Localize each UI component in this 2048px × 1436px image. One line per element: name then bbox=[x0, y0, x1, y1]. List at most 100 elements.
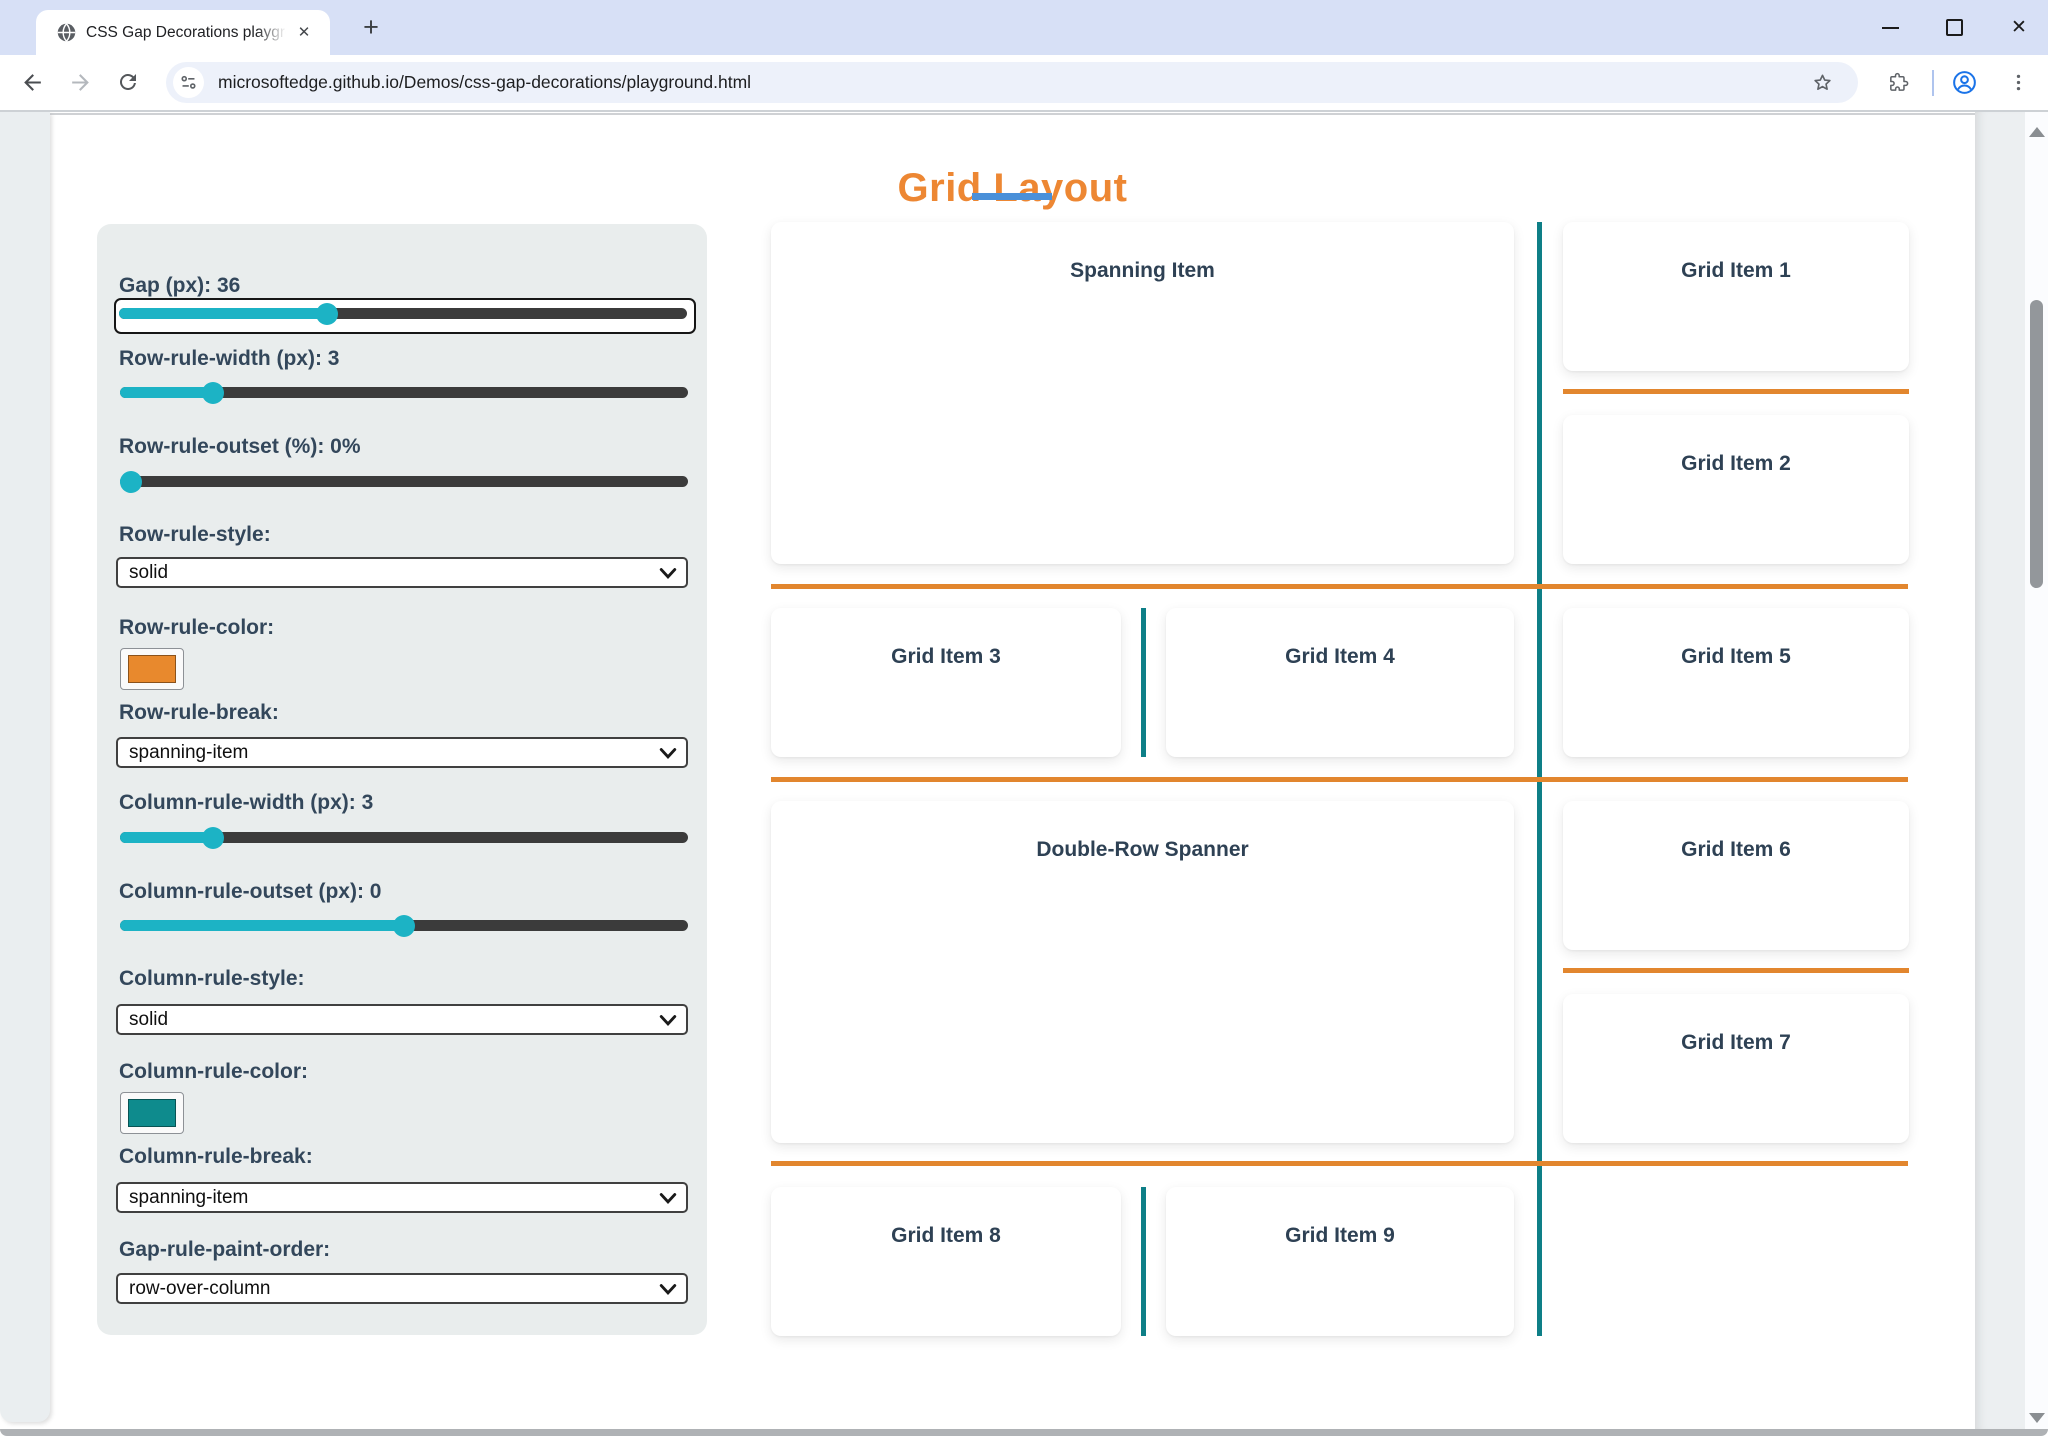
select-value: spanning-item bbox=[129, 742, 249, 763]
address-bar[interactable]: microsoftedge.github.io/Demos/css-gap-de… bbox=[166, 62, 1858, 103]
color-chip bbox=[128, 655, 176, 683]
slider-thumb[interactable] bbox=[201, 382, 224, 404]
grid-card-label: Grid Item 1 bbox=[1681, 259, 1791, 282]
grid-card-2: Grid Item 2 bbox=[1563, 415, 1909, 564]
url-text[interactable]: microsoftedge.github.io/Demos/css-gap-de… bbox=[218, 72, 752, 92]
column-rule-outset-slider[interactable] bbox=[120, 915, 688, 937]
grid-card-4: Grid Item 4 bbox=[1166, 608, 1514, 757]
grid-card-6: Grid Item 6 bbox=[1563, 801, 1909, 950]
profile-avatar-icon bbox=[1952, 70, 1976, 94]
row-rule-style-label: Row-rule-style: bbox=[119, 523, 271, 546]
tune-icon bbox=[181, 75, 196, 89]
column-rule-style-label: Column-rule-style: bbox=[119, 967, 305, 990]
star-icon bbox=[1813, 73, 1831, 90]
row-rule-color-picker[interactable] bbox=[120, 648, 184, 690]
column-rule-break-label: Column-rule-break: bbox=[119, 1145, 313, 1168]
back-arrow-icon bbox=[23, 73, 41, 91]
slider-thumb[interactable] bbox=[393, 915, 415, 937]
window-bottom-edge bbox=[0, 1429, 2048, 1436]
column-rule-outset-label: Column-rule-outset (px): 0 bbox=[119, 880, 382, 903]
reload-button[interactable] bbox=[110, 64, 146, 100]
grid-card-label: Grid Item 7 bbox=[1681, 1031, 1791, 1054]
select-value: solid bbox=[129, 562, 169, 583]
scrollbar-down-arrow[interactable] bbox=[2029, 1413, 2045, 1423]
column-rule-between-8-9 bbox=[1141, 1187, 1146, 1336]
chevron-down-icon bbox=[659, 1015, 677, 1027]
select-value: spanning-item bbox=[129, 1187, 249, 1208]
column-rule-style-select[interactable]: solid bbox=[116, 1004, 688, 1035]
grid-card-3: Grid Item 3 bbox=[771, 608, 1121, 757]
row-rule-color-label: Row-rule-color: bbox=[119, 616, 275, 639]
row-rule-style-select[interactable]: solid bbox=[116, 557, 688, 588]
options-panel: Gap (px): 36 Row-rule-width (px): 3 Row-… bbox=[97, 224, 707, 1335]
row-rule-width-slider[interactable] bbox=[120, 382, 688, 404]
slider-track bbox=[120, 832, 688, 843]
window-minimize-button[interactable] bbox=[1862, 0, 1918, 55]
select-value: solid bbox=[129, 1009, 169, 1030]
slider-fill bbox=[120, 920, 404, 931]
row-rule-full-3 bbox=[771, 1161, 1908, 1166]
row-rule-break-label: Row-rule-break: bbox=[119, 701, 279, 724]
profile-button[interactable] bbox=[1946, 64, 1982, 100]
slider-fill bbox=[120, 387, 213, 398]
column-rule-color-label: Column-rule-color: bbox=[119, 1060, 308, 1083]
column-rule-break-select[interactable]: spanning-item bbox=[116, 1182, 688, 1213]
chevron-down-icon bbox=[659, 748, 677, 760]
color-chip bbox=[128, 1099, 176, 1127]
row-rule-break-select[interactable]: spanning-item bbox=[116, 737, 688, 768]
browser-menu-button[interactable] bbox=[2000, 64, 2036, 100]
gap-rule-paint-order-select[interactable]: row-over-column bbox=[116, 1273, 688, 1304]
grid-card-label: Grid Item 2 bbox=[1681, 452, 1791, 475]
grid-card-5: Grid Item 5 bbox=[1563, 608, 1909, 757]
back-button[interactable] bbox=[14, 64, 50, 100]
grid-card-double-row: Double-Row Spanner bbox=[771, 801, 1514, 1143]
browser-toolbar: microsoftedge.github.io/Demos/css-gap-de… bbox=[0, 55, 2048, 112]
window-close-button[interactable]: ✕ bbox=[1990, 0, 2048, 55]
grid-card-9: Grid Item 9 bbox=[1166, 1187, 1514, 1336]
new-tab-button[interactable]: + bbox=[363, 12, 379, 42]
slider-thumb[interactable] bbox=[201, 827, 224, 849]
page-title: Grid Layout bbox=[897, 166, 1128, 211]
chevron-down-icon bbox=[659, 1284, 677, 1296]
tab-title: CSS Gap Decorations playgroun bbox=[86, 24, 286, 41]
forward-button[interactable] bbox=[62, 64, 98, 100]
chevron-down-icon bbox=[659, 568, 677, 580]
slider-track bbox=[120, 476, 688, 487]
gap-slider-focus-ring bbox=[114, 298, 696, 334]
slider-fill bbox=[120, 832, 213, 843]
bookmark-button[interactable] bbox=[1804, 64, 1840, 100]
site-settings-badge[interactable] bbox=[173, 67, 204, 98]
row-rule-outset-slider[interactable] bbox=[120, 471, 688, 493]
column-rule-width-label: Column-rule-width (px): 3 bbox=[119, 791, 374, 814]
tab-strip: CSS Gap Decorations playgroun ✕ + ✕ bbox=[0, 0, 2048, 55]
tab-close-icon[interactable]: ✕ bbox=[297, 24, 311, 41]
browser-tab[interactable]: CSS Gap Decorations playgroun ✕ bbox=[36, 10, 330, 55]
section-top-border bbox=[50, 113, 1975, 115]
grid-card-label: Grid Item 8 bbox=[891, 1224, 1001, 1247]
slider-thumb[interactable] bbox=[315, 303, 338, 325]
column-rule-width-slider[interactable] bbox=[120, 827, 688, 849]
grid-card-8: Grid Item 8 bbox=[771, 1187, 1121, 1336]
puzzle-icon bbox=[1889, 72, 1908, 91]
grid-card-label: Grid Item 3 bbox=[891, 645, 1001, 668]
gap-slider-label: Gap (px): 36 bbox=[119, 274, 241, 297]
scrollbar-thumb[interactable] bbox=[2030, 300, 2043, 588]
gap-slider[interactable] bbox=[119, 303, 687, 325]
page-right-gutter bbox=[1975, 112, 2025, 1429]
scrollbar-up-arrow[interactable] bbox=[2029, 127, 2045, 137]
chevron-down-icon bbox=[659, 1193, 677, 1205]
window-maximize-button[interactable] bbox=[1926, 0, 1982, 55]
select-value: row-over-column bbox=[129, 1278, 271, 1299]
row-rule-width-label: Row-rule-width (px): 3 bbox=[119, 347, 340, 370]
extensions-button[interactable] bbox=[1880, 64, 1916, 100]
grid-card-label: Spanning Item bbox=[1070, 259, 1215, 282]
row-rule-under-item-6 bbox=[1563, 968, 1909, 973]
slider-track bbox=[119, 308, 687, 319]
slider-fill bbox=[119, 308, 327, 319]
grid-card-label: Grid Item 4 bbox=[1285, 645, 1395, 668]
grid-card-label: Grid Item 5 bbox=[1681, 645, 1791, 668]
grid-card-spanning: Spanning Item bbox=[771, 222, 1514, 564]
column-rule-color-picker[interactable] bbox=[120, 1092, 184, 1134]
slider-thumb[interactable] bbox=[120, 471, 142, 493]
